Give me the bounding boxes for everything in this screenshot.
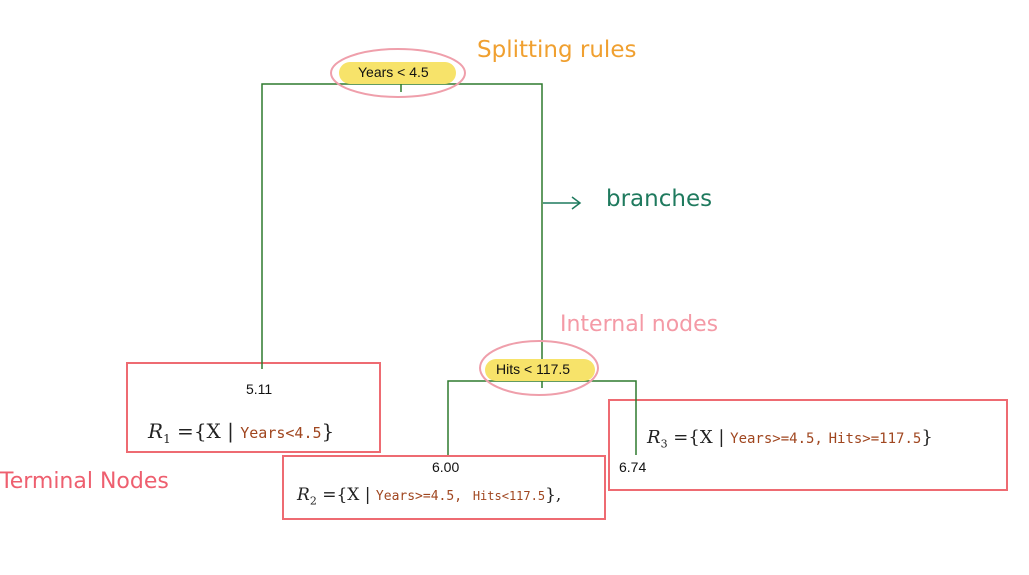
internal-split-text: Hits < 117.5 — [496, 361, 571, 377]
branches-arrow — [543, 196, 582, 210]
internal-nodes-label: Internal nodes — [560, 312, 719, 337]
branches-label: branches — [606, 186, 713, 212]
root-split-text: Years < 4.5 — [358, 64, 429, 80]
region-r3-formula: R3 ={X | Years>=4.5, Hits>=117.5} — [647, 427, 933, 451]
root-split-highlight — [339, 62, 456, 84]
internal-split-ellipse — [479, 340, 599, 396]
splitting-rules-label: Splitting rules — [477, 37, 637, 63]
internal-split-highlight — [485, 359, 595, 381]
region-box-r2 — [282, 455, 606, 520]
leaf-value-right: 6.74 — [619, 459, 647, 475]
region-r2-formula: R2 ={X | Years>=4.5, Hits<117.5}, — [297, 485, 562, 508]
terminal-nodes-label: Terminal Nodes — [0, 469, 169, 494]
root-split-ellipse — [330, 48, 466, 98]
region-box-r3 — [608, 399, 1008, 491]
root-branch — [261, 83, 543, 381]
internal-branch — [447, 380, 637, 455]
region-r1-formula: R1 ={X | Years<4.5} — [148, 419, 335, 446]
region-box-r1 — [126, 362, 381, 453]
leaf-value-middle: 6.00 — [432, 459, 460, 475]
tree-lines — [261, 77, 637, 455]
leaf-value-left: 5.11 — [246, 381, 273, 397]
